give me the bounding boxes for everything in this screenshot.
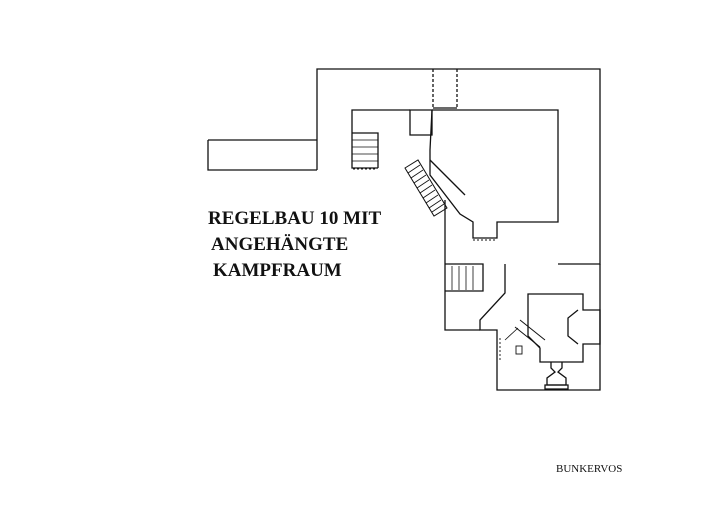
- embrasure-base: [544, 384, 569, 390]
- entrance-stair-treads: [352, 139, 378, 162]
- annex-corridor: [207, 139, 317, 171]
- niche: [567, 309, 579, 345]
- title-line-1: REGELBAU 10 MIT: [208, 208, 381, 229]
- combat-room-inner: [527, 293, 601, 363]
- lower-stair-treads: [451, 266, 474, 290]
- outer-wall: [316, 68, 601, 265]
- small-post: [515, 345, 523, 355]
- top-opening: [432, 69, 458, 108]
- diagonal-stair-treads: [407, 164, 445, 213]
- lower-stair-box: [445, 263, 484, 292]
- credit-label: BUNKERVOS: [556, 463, 622, 475]
- stair-landing: [429, 159, 466, 196]
- corridor: [444, 200, 480, 331]
- door-box: [409, 109, 433, 136]
- diagonal-stair: [404, 159, 448, 217]
- main-room: [429, 109, 559, 239]
- entrance-stair-box: [352, 132, 379, 168]
- title-line-3: KAMPFRAUM: [213, 260, 342, 281]
- combat-room-outer: [479, 264, 601, 391]
- door-swing: [504, 327, 519, 341]
- gun-embrasure: [546, 362, 567, 386]
- diagonal-door: [514, 319, 546, 348]
- entrance-room: [351, 109, 410, 169]
- walls: [207, 68, 601, 391]
- title-line-2: ANGEHÄNGTE: [211, 234, 348, 255]
